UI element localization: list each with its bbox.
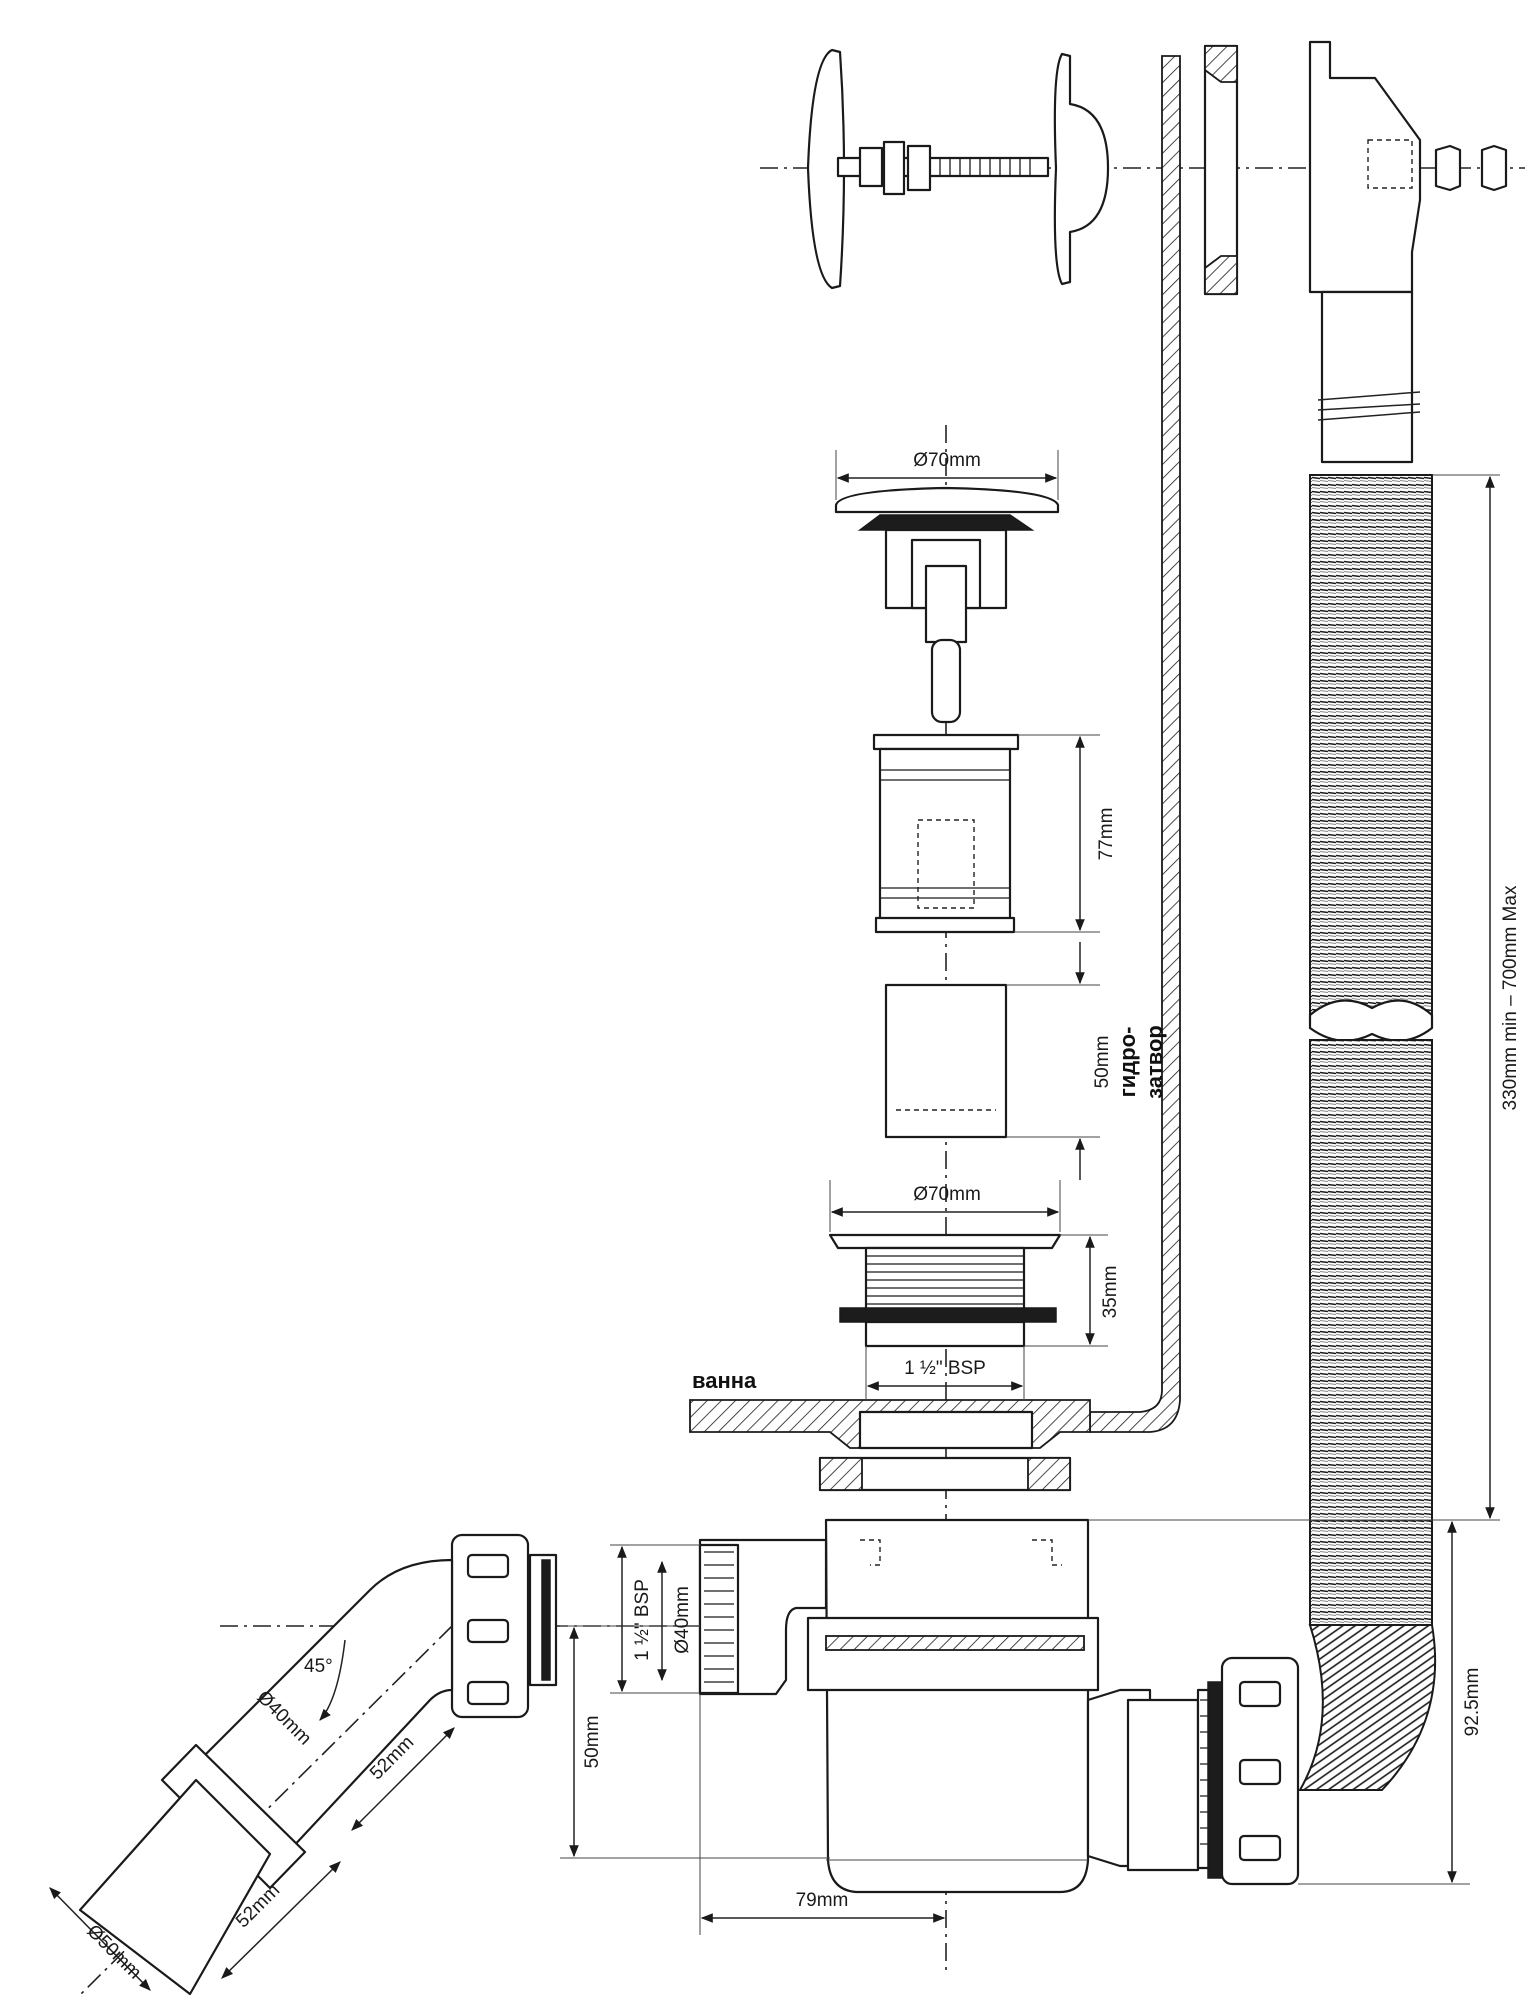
hose-break-mark <box>1308 999 1434 1042</box>
label-bath: ванна <box>692 1368 757 1393</box>
flange-thread-end <box>864 1320 1026 1348</box>
water-seal-sleeve <box>884 983 1008 1139</box>
bath-wall <box>1089 55 1181 1433</box>
dim-outlet-thread: 1 ½" BSP <box>632 1579 653 1661</box>
dim-hose-length: 330mm min – 700mm Max <box>1500 885 1521 1110</box>
hose-lower <box>1309 1039 1433 1626</box>
pipe-clamp-wire <box>1317 391 1421 421</box>
bath-flange-insert <box>858 1410 1034 1450</box>
plug-cap <box>834 486 1060 514</box>
overflow-nut-1 <box>1434 144 1462 192</box>
plug-spring <box>930 638 962 724</box>
dim-trap-height: 92.5mm <box>1462 1668 1483 1737</box>
gasket-section-bottom <box>1204 255 1238 295</box>
body-rim <box>872 733 1020 751</box>
overflow-cover <box>806 48 846 290</box>
overflow-assembly <box>760 40 1525 1433</box>
outlet-thread <box>698 1543 740 1695</box>
flange-thread <box>864 1246 1026 1320</box>
dim-thread-spec: 1 ½" BSP <box>904 1358 986 1379</box>
screw-nut-3 <box>906 144 932 192</box>
bath-bottom <box>689 1399 1091 1492</box>
trap-overflow-nut <box>806 1616 1100 1692</box>
overflow-body <box>1308 40 1422 294</box>
dimension-lines <box>49 450 1500 1991</box>
body-tube <box>878 747 1012 921</box>
seal-sleeve <box>884 983 1008 1139</box>
waste-body <box>872 733 1020 934</box>
drain-flange <box>828 1233 1062 1348</box>
dim-thread-length: 35mm <box>1100 1266 1121 1319</box>
plug-seal <box>857 514 1035 531</box>
label-water-seal-1: гидро- <box>1115 1027 1140 1098</box>
screw-nut-1 <box>858 146 884 188</box>
dim-flange-diameter: Ø70mm <box>913 1184 981 1205</box>
trap-body <box>698 1518 1300 1894</box>
overflow-gasket <box>1203 44 1239 296</box>
gasket-section-top <box>1204 45 1238 83</box>
label-water-seal-2: затвор <box>1142 1025 1167 1099</box>
body-hidden-core <box>917 819 975 909</box>
flange-lip <box>828 1233 1062 1250</box>
plug-stem <box>924 564 968 644</box>
trap-inner-tube <box>825 1635 1085 1651</box>
dim-plug-diameter: Ø70mm <box>913 450 981 471</box>
dim-outlet-drop: 50mm <box>582 1716 603 1769</box>
screw-nut-2 <box>882 140 906 196</box>
flange-gasket <box>839 1307 1057 1323</box>
dim-body-length: 77mm <box>1096 808 1117 861</box>
body-bottom-ring <box>874 916 1016 934</box>
click-clack-plug <box>834 486 1060 724</box>
dim-elbow-angle: 45° <box>304 1656 333 1677</box>
overflow-pipe <box>1320 290 1414 464</box>
dim-outlet-bore: Ø40mm <box>672 1586 693 1654</box>
dim-seal-height: 50mm <box>1092 1036 1113 1089</box>
corrugated-hose <box>1298 474 1437 1791</box>
trap-housing <box>824 1518 1098 1894</box>
overflow-nut-2 <box>1480 144 1508 192</box>
hose-bend <box>1298 1624 1437 1791</box>
hose-upper <box>1309 474 1433 1016</box>
dim-outlet-offset: 79mm <box>796 1890 849 1911</box>
overflow-rosette <box>1053 52 1110 286</box>
overflow-hidden-detail <box>1367 139 1413 189</box>
overflow-connector <box>1126 1698 1200 1872</box>
